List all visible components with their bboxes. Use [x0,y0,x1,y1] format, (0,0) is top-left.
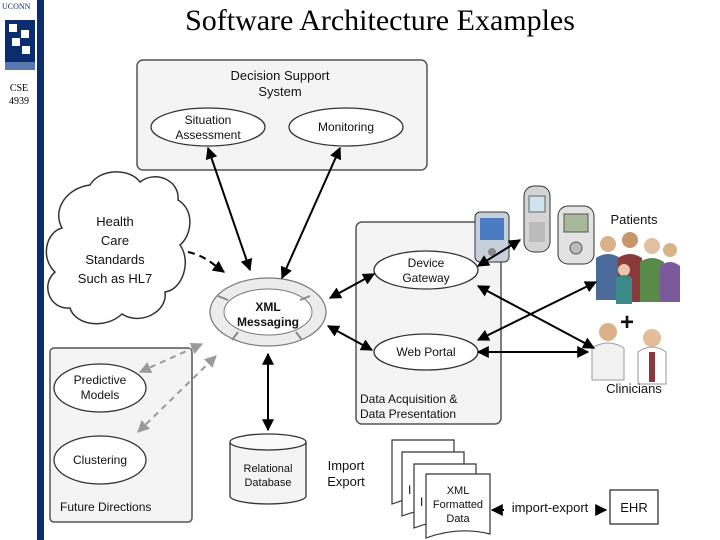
device-2: Gateway [402,271,449,285]
predictive-2: Models [81,388,120,402]
import-export-1: Import [328,458,365,473]
arrow-monitoring-xml [280,146,342,280]
connection-arrows [205,146,608,516]
web-portal-label: Web Portal [396,345,455,359]
ehr-box [609,489,659,525]
data-acquisition-box: Device Gateway Web Portal Data Acquisiti… [355,221,502,425]
clinicians-icon [591,323,667,385]
xml-messaging-2: Messaging [237,315,299,329]
mobile-phone-icon [523,185,551,253]
cloud-line-3: Standards [85,252,145,267]
patients-group-icon [596,232,680,304]
predictive-1: Predictive [74,373,127,387]
database-2: Database [244,477,291,489]
cloud-line-1: Health [96,214,134,229]
sidebar-bar [37,0,44,540]
sidebar: UCONN CSE 4939 [0,0,44,540]
slide-title: Software Architecture Examples [185,4,575,37]
xml-doc-1: XML [447,485,470,497]
doc-behind-2: I [420,495,423,509]
xml-document-stack: I I XML Formatted Data [391,439,491,539]
xml-doc-3: Data [446,513,470,525]
health-care-cloud: Health Care Standards Such as HL7 [45,171,191,325]
future-label: Future Directions [60,500,151,514]
course-number: 4939 [9,96,29,107]
arrow-webportal-patients [476,281,598,341]
relational-database: Relational Database [229,433,307,505]
data-acq-label-1: Data Acquisition & [360,392,457,406]
patients-label: Patients [611,212,658,227]
xml-doc-2: Formatted [433,499,483,511]
import-export-2: Export [327,474,365,489]
clustering-ellipse [53,435,147,485]
clustering-label: Clustering [73,453,127,467]
situation-1: Situation [185,113,232,127]
plus-sign: + [620,309,634,336]
future-dashed-arrows [137,342,217,433]
situation-2: Assessment [175,128,241,142]
doc-behind-1: I [408,483,411,497]
course-code: CSE [9,83,29,94]
monitoring-ellipse [288,107,404,147]
import-export-link-label: import-export [512,500,589,515]
future-directions-box: Predictive Models Clustering Future Dire… [49,347,193,523]
ehr-label: EHR [620,500,647,515]
uconn-logo-icon [5,20,35,70]
clinicians-label: Clinicians [606,381,662,396]
dashed-arrow-clustering [137,355,217,433]
course-label: CSE 4939 [4,82,34,108]
device-1: Device [408,256,445,270]
arrow-xml-device [328,273,376,299]
dss-title-1: Decision Support [231,68,330,83]
dss-title-2: System [258,84,301,99]
cloud-line-4: Such as HL7 [78,271,152,286]
situation-assessment-ellipse [150,107,266,147]
arrow-device-pda [476,239,522,267]
decision-support-box: Decision Support System Situation Assess… [136,59,428,171]
monitoring-label: Monitoring [318,120,374,134]
data-acq-label-2: Data Presentation [360,407,456,421]
arrow-situation-xml [205,146,253,272]
dashed-arrow-standards-xml [187,251,225,273]
arrow-xml-webportal [326,325,374,351]
device-gateway-ellipse [373,250,479,290]
glucose-meter-icon [557,205,595,265]
xml-messaging-1: XML [255,300,280,314]
university-name: UCONN [2,2,31,11]
pda-device-icon [474,211,510,263]
xml-messaging-ring: XML Messaging [209,277,327,347]
database-1: Relational [244,463,293,475]
cloud-line-2: Care [101,233,129,248]
